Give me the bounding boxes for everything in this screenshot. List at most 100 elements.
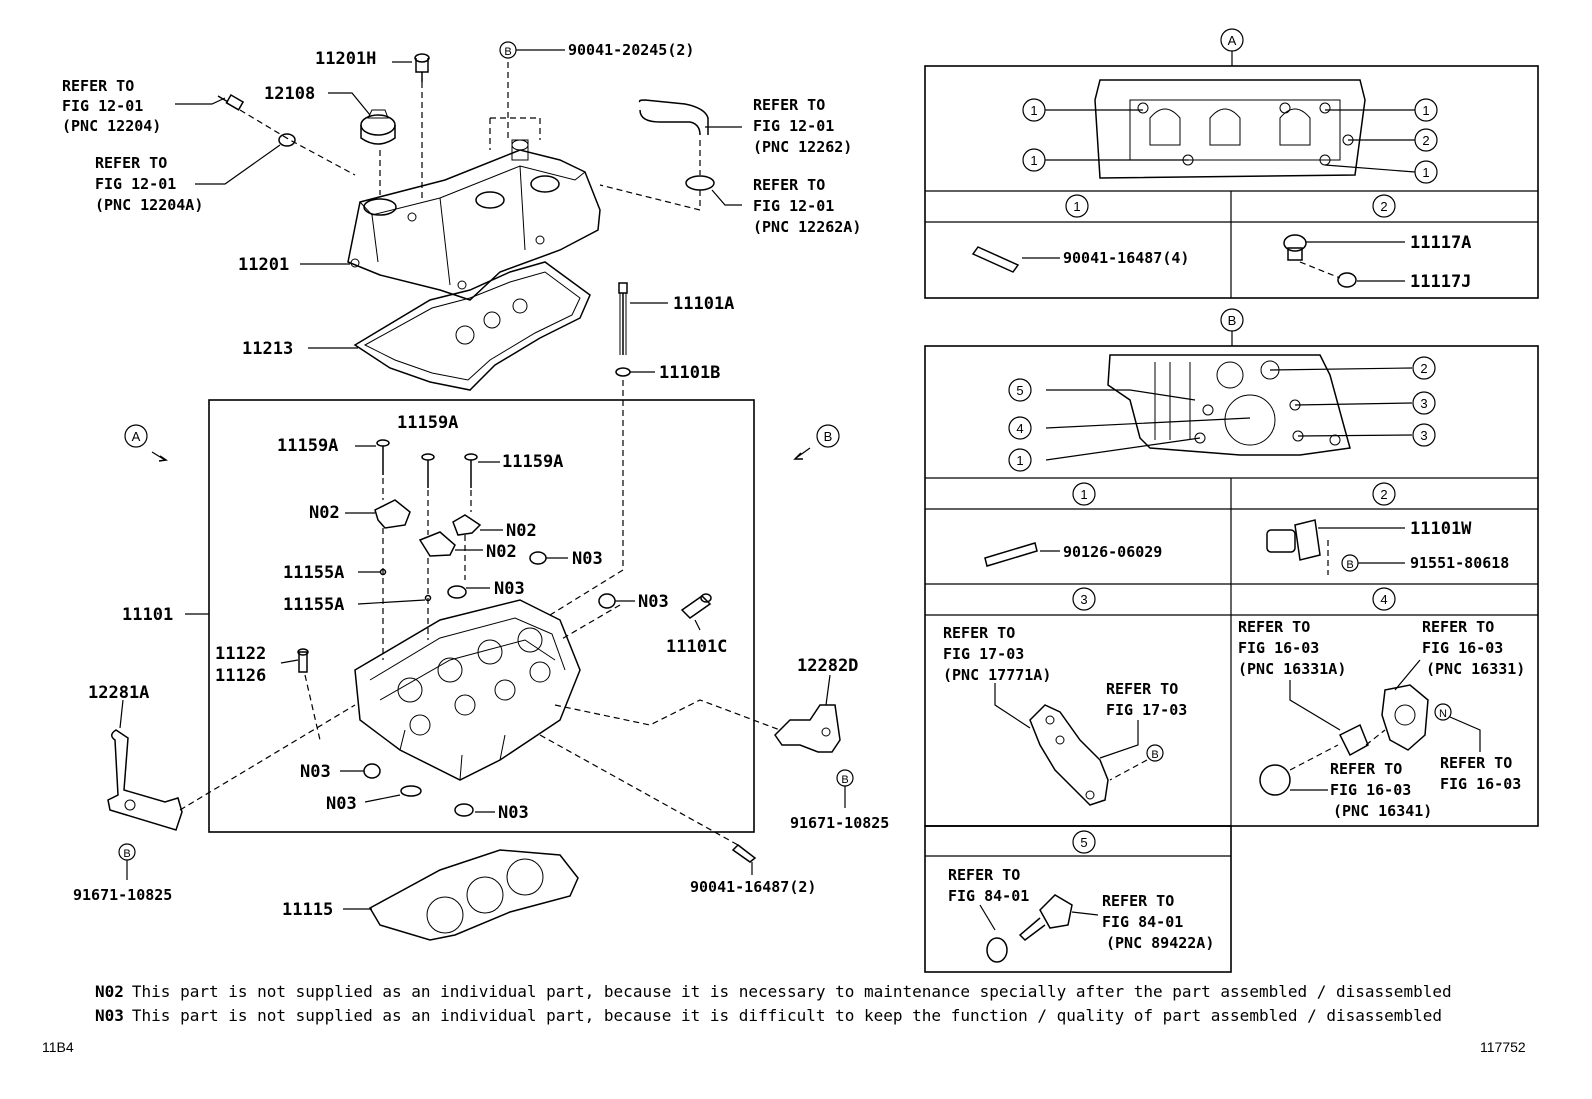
plug-drawing (278, 133, 296, 147)
pcv-hose-drawing (638, 99, 715, 191)
label-11213: 11213 (242, 339, 293, 359)
svg-text:N: N (1439, 708, 1447, 720)
refer-line: REFER TO (1102, 892, 1174, 910)
label-11159a: 11159A (277, 436, 338, 456)
label-90041-16487: 90041-16487(4) (1063, 249, 1189, 267)
label-11101: 11101 (122, 605, 173, 625)
refer-line: (PNC 17771A) (943, 666, 1051, 684)
cylinder-head-gasket-drawing (368, 849, 579, 941)
svg-text:3: 3 (1420, 428, 1427, 443)
label-n03: N03 (494, 579, 525, 599)
refer-line: (PNC 12204) (62, 117, 161, 135)
svg-text:1: 1 (1073, 199, 1080, 214)
svg-text:A: A (1228, 33, 1237, 48)
refer-line: FIG 16-03 (1330, 781, 1411, 799)
label-11101w: 11101W (1410, 519, 1472, 539)
note-code: N03 (95, 1006, 124, 1025)
svg-text:B: B (1151, 749, 1158, 761)
plug-drawing (454, 803, 474, 817)
leader-lines (119, 49, 846, 910)
pin-drawing (379, 568, 387, 576)
pin-drawing (424, 594, 432, 602)
camshaft-cap-bolts-drawing (376, 439, 478, 488)
refer-line: REFER TO (62, 77, 134, 95)
label-90126-06029: 90126-06029 (1063, 543, 1162, 561)
label-11126: 11126 (215, 666, 266, 686)
label-n03: N03 (572, 549, 603, 569)
camshaft-cap-drawing (374, 499, 411, 529)
svg-text:1: 1 (1016, 453, 1023, 468)
head-side-view-b (1107, 354, 1351, 456)
view-a-marker (124, 424, 148, 448)
label-11201: 11201 (238, 255, 289, 275)
label-11159a: 11159A (397, 413, 458, 433)
stud-drawing (971, 246, 1020, 273)
label-11117j: 11117J (1410, 272, 1471, 292)
refer-line: FIG 16-03 (1238, 639, 1319, 657)
label-91671-10825: 91671-10825 (73, 886, 172, 904)
svg-text:5: 5 (1080, 835, 1087, 850)
stud-drawing (984, 542, 1038, 567)
svg-text:B: B (824, 429, 833, 444)
water-outlet-drawing (1259, 684, 1429, 796)
footer-code-right: 117752 (1480, 1039, 1526, 1055)
refer-line: (PNC 16331A) (1238, 660, 1346, 678)
svg-text:B: B (1346, 559, 1353, 571)
label-91551-80618: 91551-80618 (1410, 554, 1509, 572)
refer-line: (PNC 89422A) (1106, 934, 1214, 952)
head-bolt-washer-drawing (615, 367, 631, 377)
plug-drawing (598, 593, 616, 609)
label-11159a: 11159A (502, 452, 563, 472)
gasket-drawing (1337, 272, 1357, 288)
camshaft-cap-drawing (418, 531, 456, 557)
head-side-view-a (1094, 79, 1366, 179)
refer-line: FIG 12-01 (62, 97, 143, 115)
refer-line: REFER TO (948, 866, 1020, 884)
refer-line: FIG 84-01 (948, 887, 1029, 905)
svg-text:3: 3 (1080, 592, 1087, 607)
svg-text:1: 1 (1030, 153, 1037, 168)
label-11201h: 11201H (315, 49, 376, 69)
engine-hanger-drawing (774, 704, 841, 753)
svg-text:B: B (123, 848, 130, 860)
label-11155a: 11155A (283, 595, 344, 615)
label-11115: 11115 (282, 900, 333, 920)
label-n03: N03 (300, 762, 331, 782)
svg-text:4: 4 (1016, 421, 1023, 436)
svg-text:2: 2 (1380, 199, 1387, 214)
refer-line: REFER TO (95, 154, 167, 172)
refer-line: REFER TO (943, 624, 1015, 642)
plug-drawing (400, 785, 422, 797)
label-11155a: 11155A (283, 563, 344, 583)
refer-line: REFER TO (753, 176, 825, 194)
refer-line: FIG 17-03 (943, 645, 1024, 663)
label-n03: N03 (638, 592, 669, 612)
refer-line: REFER TO (1330, 760, 1402, 778)
svg-text:3: 3 (1420, 396, 1427, 411)
plug-drawing (529, 551, 547, 565)
svg-text:1: 1 (1422, 103, 1429, 118)
plug-drawing (1283, 234, 1307, 252)
cylinder-head-cover-drawing (347, 139, 601, 301)
label-91671-10825: 91671-10825 (790, 814, 889, 832)
note-text: This part is not supplied as an individu… (131, 982, 1452, 1001)
refer-line: FIG 12-01 (95, 175, 176, 193)
svg-text:1: 1 (1030, 103, 1037, 118)
footer-code-left: 11B4 (42, 1039, 74, 1055)
refer-line: FIG 84-01 (1102, 913, 1183, 931)
note-code: N02 (95, 982, 124, 1001)
label-n02: N02 (486, 542, 517, 562)
refer-line: REFER TO (1440, 754, 1512, 772)
svg-text:2: 2 (1420, 361, 1427, 376)
svg-text:B: B (504, 46, 511, 58)
refer-line: FIG 12-01 (753, 197, 834, 215)
label-11101a: 11101A (673, 294, 734, 314)
label-n02: N02 (506, 521, 537, 541)
cylinder-head-frame (208, 399, 755, 833)
refer-line: FIG 17-03 (1106, 701, 1187, 719)
refer-line: REFER TO (1238, 618, 1310, 636)
refer-line: (PNC 12204A) (95, 196, 203, 214)
svg-text:1: 1 (1422, 165, 1429, 180)
refer-line: FIG 16-03 (1422, 639, 1503, 657)
